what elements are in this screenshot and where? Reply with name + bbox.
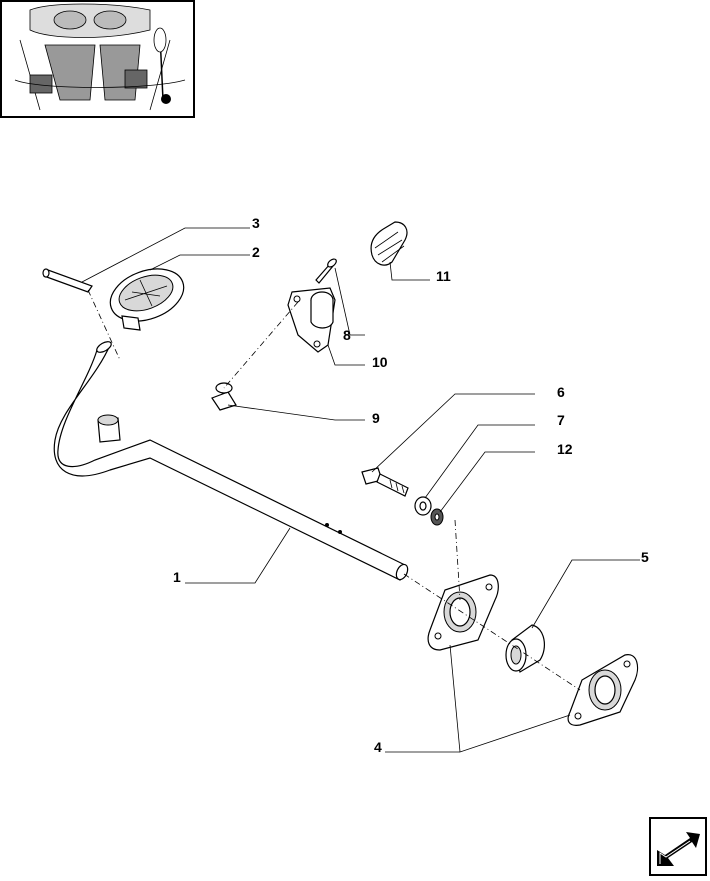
next-page-arrow-icon[interactable] (649, 817, 707, 876)
part-4-flange-upper (427, 574, 499, 651)
part-3-pin (42, 268, 93, 293)
callout-4: 4 (374, 739, 382, 755)
part-2-pedal-pad (109, 268, 185, 331)
part-11-rubber-boot (370, 221, 408, 266)
part-10-bracket (287, 287, 336, 353)
callout-labels: 3 2 8 10 11 9 6 7 12 5 1 4 (173, 215, 649, 755)
callout-1: 1 (173, 569, 181, 585)
part-4-flange-lower (567, 654, 639, 726)
callout-8: 8 (343, 327, 351, 343)
part-7-washer (414, 496, 432, 516)
callout-10: 10 (372, 354, 388, 370)
assembly-axes (87, 289, 581, 691)
part-5-bushing (505, 624, 546, 673)
callout-12: 12 (557, 441, 573, 457)
locator-dot (161, 94, 171, 104)
part-12-washer (430, 508, 444, 526)
callout-6: 6 (557, 384, 565, 400)
callout-3: 3 (252, 215, 260, 231)
callout-11: 11 (436, 268, 451, 284)
part-8-screw (315, 258, 337, 284)
locator-thumbnail (0, 0, 195, 118)
leader-lines (81, 227, 640, 753)
part-1-pedal-shaft (53, 341, 409, 581)
part-6-bolt (361, 467, 409, 497)
callout-2: 2 (252, 244, 260, 260)
callout-9: 9 (372, 410, 380, 426)
callout-7: 7 (557, 412, 565, 428)
callout-5: 5 (641, 549, 649, 565)
